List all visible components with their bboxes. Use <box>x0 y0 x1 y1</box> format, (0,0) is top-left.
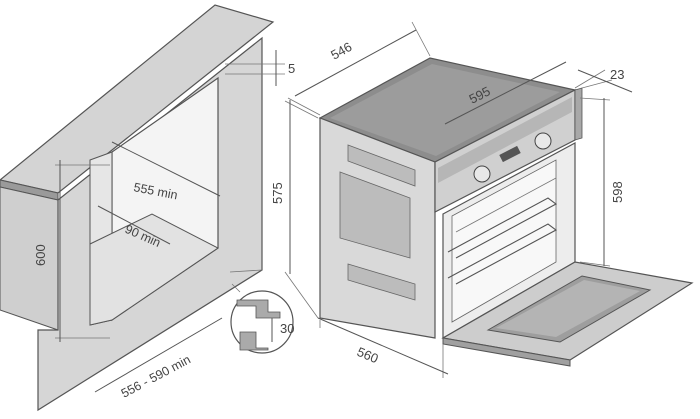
dim-panel-depth: 23 <box>610 67 624 82</box>
dim-front-height: 598 <box>610 181 625 203</box>
dim-detail-thickness: 30 <box>280 321 294 336</box>
cabinet-side-wall <box>0 186 59 331</box>
knob-left <box>473 165 491 183</box>
dim-gap-top: 5 <box>288 61 295 76</box>
knob-right <box>534 132 552 150</box>
display-icon <box>499 145 521 163</box>
dim-body-depth: 560 <box>355 344 381 366</box>
dim-cabinet-depth: 556 - 590 min <box>119 352 193 400</box>
dim-niche-height: 600 <box>33 244 48 266</box>
cabinet-niche-floor <box>89 213 219 326</box>
oven-drawing: 546 595 23 575 598 560 <box>270 21 694 378</box>
dim-top-depth: 546 <box>328 39 354 63</box>
cabinet-drawing: 5 555 min 90 min 600 556 - 590 min 30 <box>0 4 295 412</box>
dim-body-height: 575 <box>270 182 285 204</box>
